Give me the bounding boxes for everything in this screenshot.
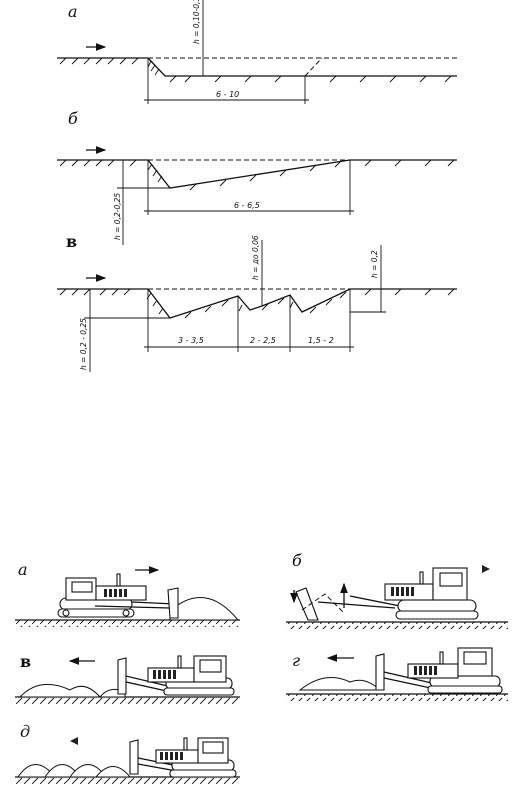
panel-label-a: а — [68, 2, 78, 21]
bulldozer-label-g: г — [292, 651, 300, 670]
bulldozer-scene-d: д — [15, 722, 240, 784]
profile-panel-b: б h = 0,2-0,25 6 - 6,5 — [57, 109, 457, 245]
bulldozer-label-d: д — [20, 722, 30, 741]
panel-a-depth: h = 0,10-0,15 — [192, 0, 201, 44]
bulldozer-scene-a: а — [15, 560, 240, 627]
panel-v-depth-mid: h = до 0,06 — [251, 235, 260, 280]
bulldozer-label-a: а — [18, 560, 28, 579]
profile-panel-a: а h = 0,10-0,15 — [57, 0, 457, 104]
panel-v-depth-left: h = 0,2 - 0,25 — [79, 318, 88, 370]
panel-a-width: 6 - 10 — [216, 90, 239, 99]
panel-label-b: б — [68, 109, 78, 128]
panel-v-seg1: 3 - 3,5 — [178, 336, 204, 345]
bulldozer-scene-b: б — [286, 551, 508, 629]
panel-b-width: 6 - 6,5 — [234, 201, 260, 210]
bulldozer-scene-g: г — [286, 647, 508, 701]
bulldozer-scene-v: в — [15, 652, 240, 704]
panel-v-seg3: 1,5 - 2 — [308, 336, 334, 345]
bulldozer-label-b: б — [292, 551, 302, 570]
panel-b-depth: h = 0,2-0,25 — [113, 193, 122, 240]
bulldozer-label-v: в — [20, 652, 31, 671]
profile-panel-v: в h = 0,2 - 0,25 h = до 0,06 h = 0,2 — [57, 232, 457, 372]
panel-v-seg2: 2 - 2,5 — [250, 336, 276, 345]
panel-v-depth-right: h = 0,2 — [370, 250, 379, 278]
panel-label-v: в — [66, 232, 77, 251]
